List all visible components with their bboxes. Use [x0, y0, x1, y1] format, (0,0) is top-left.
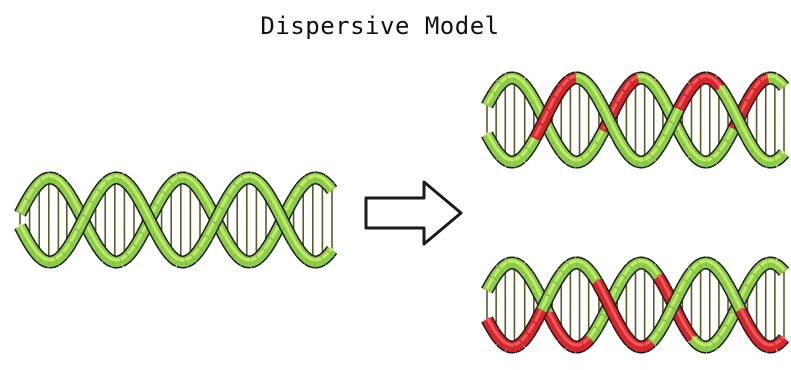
strand-segment [114, 178, 121, 179]
strand-highlight [768, 261, 775, 262]
strand-highlight [638, 344, 645, 345]
strand-highlight [782, 267, 784, 270]
strand-highlight [782, 82, 784, 85]
strand-highlight [638, 261, 645, 262]
strand-highlight [330, 248, 332, 251]
strand-highlight [114, 176, 121, 177]
daughter-helix-top [487, 76, 784, 162]
strand-highlight [178, 176, 185, 177]
daughter-helix-bottom [487, 261, 784, 347]
strand-highlight [508, 261, 515, 262]
right-arrow-icon [366, 182, 461, 244]
strand-highlight [768, 159, 775, 160]
strand-highlight [243, 176, 250, 178]
strand-segment [178, 178, 185, 179]
strand-highlight [782, 151, 784, 154]
strand-highlight [49, 176, 56, 178]
strand-highlight [49, 258, 56, 260]
strand-segment [638, 263, 645, 264]
strand-highlight [330, 185, 332, 188]
strand-highlight [114, 259, 121, 260]
strand-highlight [243, 258, 250, 260]
strand-highlight [508, 344, 515, 345]
strand-highlight [782, 336, 784, 339]
strand-highlight [508, 159, 515, 160]
strand-highlight [638, 159, 645, 160]
strand-highlight [768, 344, 775, 345]
parent-helix [20, 176, 332, 262]
strand-highlight [508, 76, 515, 77]
strand-highlight [638, 76, 645, 77]
strand-highlight [178, 259, 185, 260]
strand-segment [638, 78, 645, 79]
strand-highlight [768, 76, 775, 77]
